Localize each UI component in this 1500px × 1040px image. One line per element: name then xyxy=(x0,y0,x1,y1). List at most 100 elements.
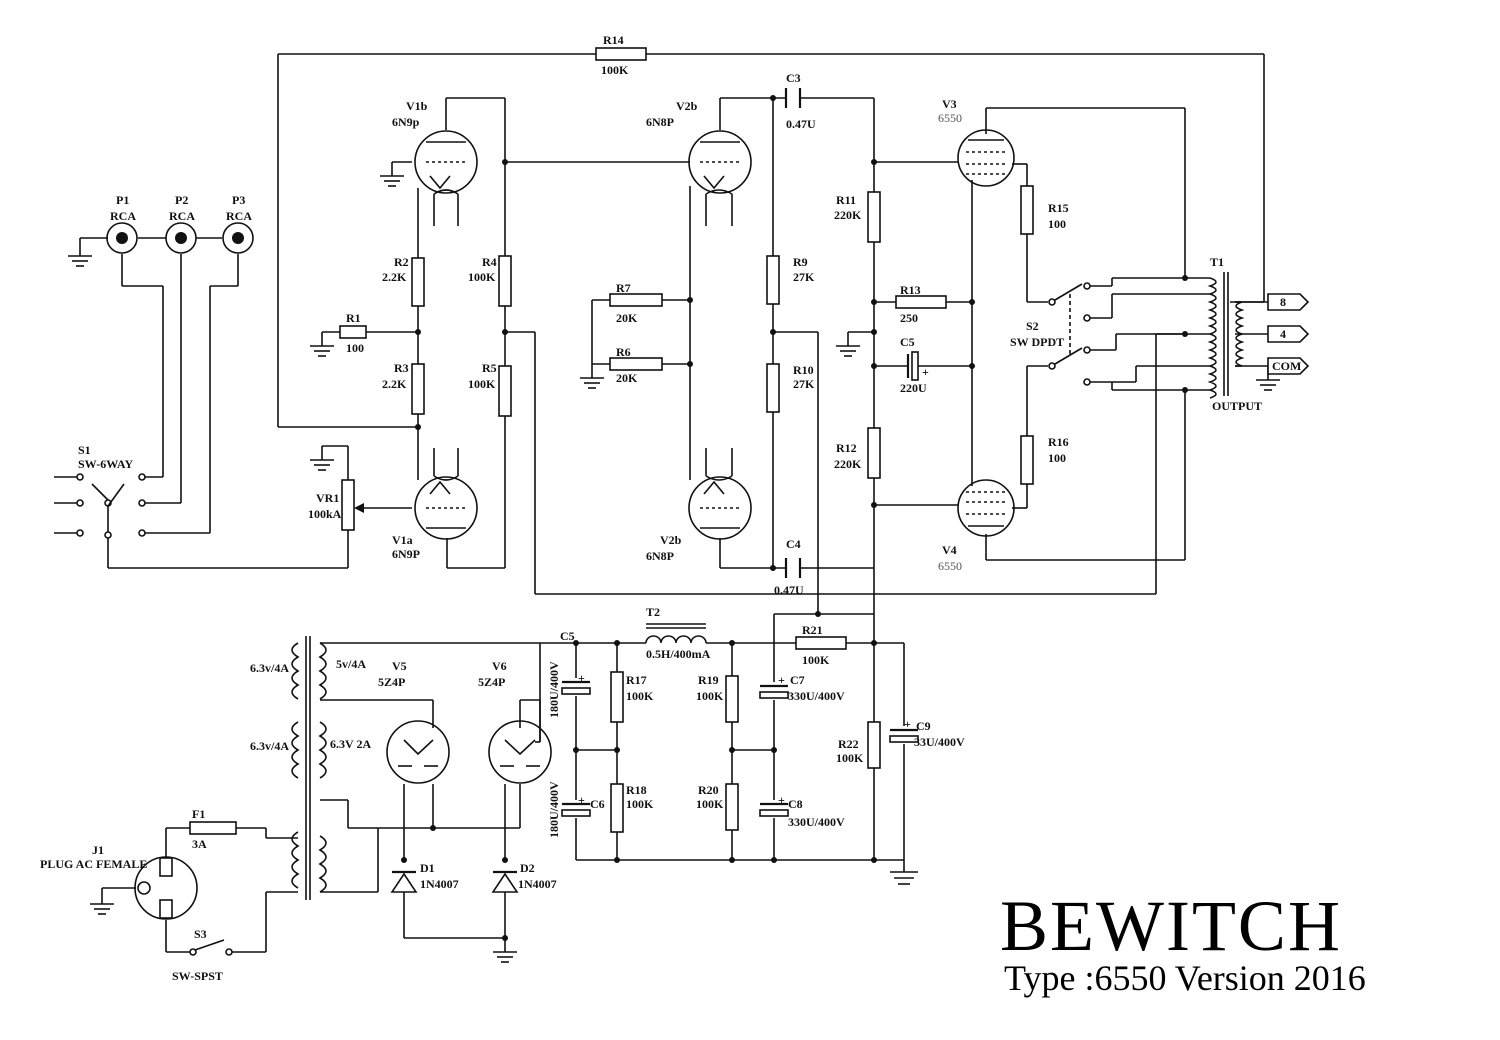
label-r6: R6 xyxy=(616,345,631,359)
label-r11: R11 xyxy=(836,193,856,207)
power-transformer-icon xyxy=(266,636,327,900)
label-c3: C3 xyxy=(786,71,801,85)
diode-d2-icon xyxy=(491,872,519,893)
label-winding-2: 5v/4A xyxy=(336,657,366,671)
tap-com-tag xyxy=(1267,357,1310,375)
label-tap-8: 8 xyxy=(1280,295,1286,309)
ground-icon xyxy=(310,345,334,357)
label-c5-filter-plus: + xyxy=(578,671,585,685)
label-r20: R20 xyxy=(698,783,719,797)
label-v5-type: 5Z4P xyxy=(378,675,405,689)
resistor-r10 xyxy=(766,363,780,413)
label-r19-value: 100K xyxy=(696,689,724,703)
label-r14: R14 xyxy=(603,33,624,47)
label-v1b-type: 6N9p xyxy=(392,115,420,129)
switch-s1-icon xyxy=(54,473,146,539)
resistor-r21 xyxy=(795,636,847,650)
label-r5: R5 xyxy=(482,361,497,375)
resistor-r2 xyxy=(411,257,425,307)
label-v2b-top: V2b xyxy=(676,99,698,113)
label-s2: S2 xyxy=(1026,319,1039,333)
label-r16-value: 100 xyxy=(1048,451,1066,465)
resistor-r20 xyxy=(725,783,739,831)
label-t2-value: 0.5H/400mA xyxy=(646,647,711,661)
wiper-arrow-icon xyxy=(354,503,364,513)
label-s1-type: SW-6WAY xyxy=(78,457,133,471)
label-c8: C8 xyxy=(788,797,803,811)
label-r15-value: 100 xyxy=(1048,217,1066,231)
ground-icon xyxy=(68,255,92,267)
label-r14-value: 100K xyxy=(601,63,629,77)
junction-dots xyxy=(401,95,1188,941)
label-r10: R10 xyxy=(793,363,814,377)
label-f1-value: 3A xyxy=(192,837,207,851)
ground-icon xyxy=(493,951,517,963)
label-r13: R13 xyxy=(900,283,921,297)
ground-icon xyxy=(1256,379,1280,391)
ground-icon xyxy=(380,175,404,187)
rca-jacks xyxy=(106,222,254,254)
label-c5-coupling: C5 xyxy=(900,335,915,349)
label-winding-4: 6.3V 2A xyxy=(330,737,371,751)
resistor-r12 xyxy=(867,427,881,479)
tube-v6-icon xyxy=(488,720,552,784)
resistor-r11 xyxy=(867,191,881,243)
label-v2b-top-type: 6N8P xyxy=(646,115,674,129)
label-s2-type: SW DPDT xyxy=(1010,335,1064,349)
resistor-r3 xyxy=(411,363,425,415)
label-r21-value: 100K xyxy=(802,653,830,667)
ground-icon xyxy=(310,459,334,471)
resistor-r4 xyxy=(498,255,512,307)
label-v3-type: 6550 xyxy=(938,111,962,125)
label-r20-value: 100K xyxy=(696,797,724,811)
label-p2-type: RCA xyxy=(169,209,195,223)
resistors xyxy=(189,47,1034,835)
fuse-f1 xyxy=(189,821,237,835)
label-v6-type: 5Z4P xyxy=(478,675,505,689)
ground-icon xyxy=(90,903,114,915)
label-output: OUTPUT xyxy=(1212,399,1262,413)
label-tap-com: COM xyxy=(1272,359,1301,373)
label-winding-3: 6.3v/4A xyxy=(250,739,289,753)
label-r7-value: 20K xyxy=(616,311,638,325)
resistor-r18 xyxy=(610,783,624,833)
label-vr1: VR1 xyxy=(316,491,339,505)
label-c9-plus: + xyxy=(904,717,911,731)
label-t1: T1 xyxy=(1210,255,1224,269)
label-r21: R21 xyxy=(802,623,823,637)
brand-subtitle: Type :6550 Version 2016 xyxy=(1004,958,1366,998)
wiring xyxy=(79,53,1269,953)
label-r4: R4 xyxy=(482,255,497,269)
label-r16: R16 xyxy=(1048,435,1069,449)
label-f1: F1 xyxy=(192,807,205,821)
label-c8-plus: + xyxy=(778,793,785,807)
label-d2: D2 xyxy=(520,861,535,875)
label-p3-type: RCA xyxy=(226,209,252,223)
label-r18: R18 xyxy=(626,783,647,797)
label-r12-value: 220K xyxy=(834,457,862,471)
label-c5-filter-value: 180U/400V xyxy=(547,661,561,718)
label-r1-value: 100 xyxy=(346,341,364,355)
label-r17-value: 100K xyxy=(626,689,654,703)
tube-v3-icon xyxy=(957,129,1015,187)
tubes xyxy=(386,129,1015,784)
label-c8-value: 330U/400V xyxy=(788,815,845,829)
label-d2-value: 1N4007 xyxy=(518,877,557,891)
label-r6-value: 20K xyxy=(616,371,638,385)
label-p3: P3 xyxy=(232,193,245,207)
resistor-r13 xyxy=(895,295,947,309)
switches xyxy=(54,282,1091,956)
resistor-r19 xyxy=(725,675,739,723)
label-c9-value: 33U/400V xyxy=(914,735,965,749)
resistor-r16 xyxy=(1020,435,1034,485)
rca-p3-icon xyxy=(222,222,254,254)
label-r18-value: 100K xyxy=(626,797,654,811)
label-r3-value: 2.2K xyxy=(382,377,407,391)
potentiometer-vr1 xyxy=(341,479,355,531)
label-r4-value: 100K xyxy=(468,270,496,284)
label-c5-coupling-plus: + xyxy=(922,365,929,379)
label-r5-value: 100K xyxy=(468,377,496,391)
label-r9-value: 27K xyxy=(793,270,815,284)
transformers xyxy=(266,272,1310,900)
